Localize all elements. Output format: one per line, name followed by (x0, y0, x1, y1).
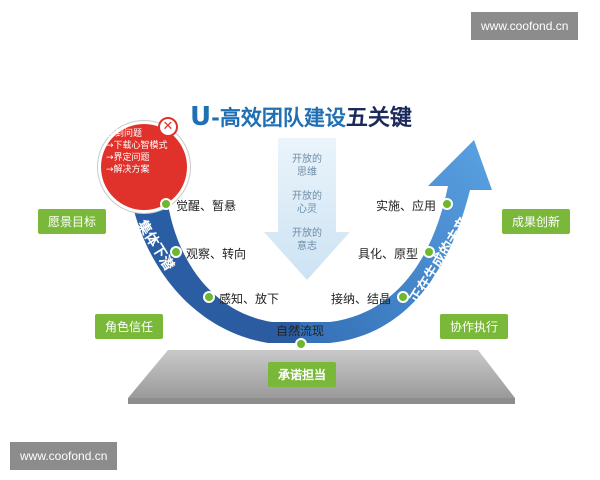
left-step-2: 观察、转向 (186, 247, 247, 261)
problem-circle-text: 看到问题 →下载心智模式 →界定问题 →解决方案 (106, 128, 168, 176)
left-step-dot-2 (170, 246, 182, 258)
bottom-center-label: 自然流现 (276, 324, 325, 338)
problem-circle (98, 121, 190, 213)
problem-line-1: 看到问题 (106, 129, 143, 139)
left-step-dot-3 (203, 291, 215, 303)
center-down-arrow (264, 138, 350, 280)
tag-commitment: 承诺担当 (268, 362, 337, 387)
left-step-dot-1 (160, 198, 172, 210)
u-arrow-right (300, 140, 492, 343)
close-icon: ✕ (158, 117, 178, 137)
bottom-center-dot (295, 338, 307, 350)
u-arrow-left (128, 180, 300, 343)
left-step-3: 感知、放下 (219, 292, 280, 306)
left-step-1: 觉醒、暂悬 (176, 199, 237, 213)
right-step-2: 具化、原型 (358, 247, 419, 261)
title-u: U (190, 102, 212, 132)
problem-line-4: →解决方案 (106, 165, 150, 175)
center-item-1: 开放的思维 (292, 154, 322, 178)
right-step-dot-3 (397, 291, 409, 303)
right-step-3: 接纳、结晶 (331, 292, 392, 306)
right-step-1: 实施、应用 (376, 199, 437, 213)
watermark-top: www.coofond.cn (471, 12, 579, 40)
problem-line-2: →下载心智模式 (106, 141, 168, 151)
tag-collaboration: 协作执行 (440, 314, 509, 339)
center-item-2: 开放的心灵 (292, 191, 322, 215)
title-emphasis: 五关键 (345, 106, 412, 131)
tag-role-trust: 角色信任 (95, 314, 164, 339)
diagram-title: U-高效团队建设五关键 (190, 100, 412, 132)
center-item-3: 开放的意志 (292, 228, 322, 252)
platform-front (128, 398, 515, 404)
tag-vision-goals: 愿景目标 (38, 209, 107, 234)
problem-line-3: →界定问题 (106, 153, 150, 163)
title-middle: -高效团队建设 (211, 106, 346, 130)
right-step-dot-1 (441, 198, 453, 210)
tag-results-innovation: 成果创新 (502, 209, 571, 234)
watermark-bottom: www.coofond.cn (10, 442, 118, 470)
right-step-dot-2 (423, 246, 435, 258)
